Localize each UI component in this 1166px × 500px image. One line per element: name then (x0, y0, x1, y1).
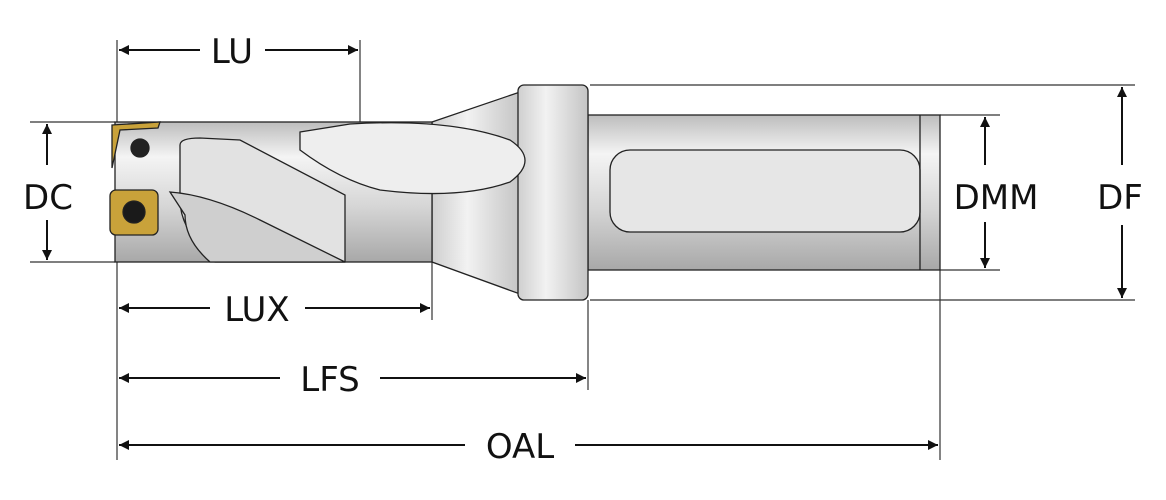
screw-bottom-icon (122, 200, 146, 224)
label-oal: OAL (486, 427, 554, 467)
label-dmm: DMM (954, 178, 1039, 218)
screw-top-icon (130, 138, 150, 158)
label-df: DF (1097, 178, 1143, 218)
insert-top (111, 121, 161, 169)
label-lfs: LFS (300, 360, 359, 400)
flute-helix (299, 122, 526, 195)
drill-tool (109, 84, 941, 301)
shank-flat (609, 149, 921, 233)
label-lux: LUX (224, 290, 289, 330)
flange (517, 84, 589, 301)
label-dc: DC (23, 178, 73, 218)
dimension-lines (42, 45, 1127, 450)
label-lu: LU (211, 32, 253, 72)
flute-lower (168, 191, 346, 263)
